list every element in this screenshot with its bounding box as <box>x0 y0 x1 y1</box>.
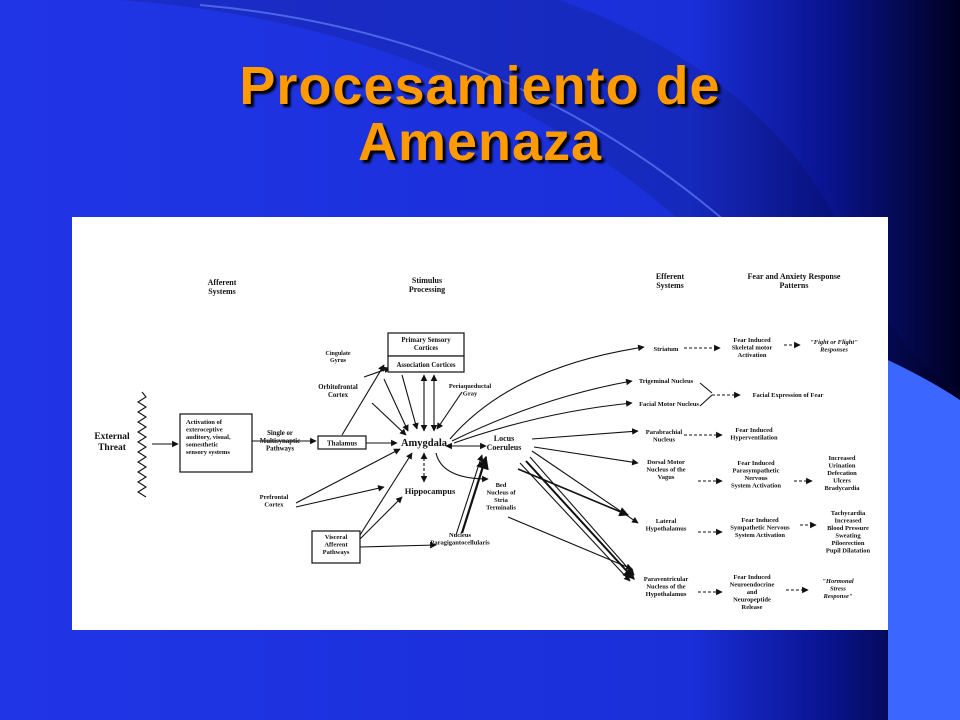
hippocampus-label: Hippocampus <box>405 486 456 496</box>
slide-title-line2: Amenaza <box>357 112 603 172</box>
amygdala-label: Amygdala <box>401 438 448 449</box>
diagram-arrow-23 <box>451 378 633 442</box>
diagram-arrow-34 <box>699 394 713 407</box>
thalamus-box <box>317 435 367 450</box>
diagram-arrow-18 <box>359 541 437 549</box>
diagram-edges <box>136 341 817 596</box>
diagram-arrow-20 <box>455 454 484 536</box>
facial-motor-label: Facial Motor Nucleus <box>639 401 699 408</box>
diagram-arrow-28 <box>529 456 635 576</box>
diagram-arrow-31 <box>507 516 633 570</box>
diagram-arrow-25 <box>531 428 639 440</box>
diagram-arrow-10 <box>401 374 419 430</box>
diagram-arrow-22 <box>449 344 645 440</box>
threat-zigzag <box>136 391 148 498</box>
diagram-arrow-30 <box>519 462 631 582</box>
diagram-arrow-11 <box>436 391 463 430</box>
visceral-box <box>311 530 361 564</box>
diagram-arrow-4 <box>341 364 385 436</box>
slide-title-line1: Procesamiento de <box>239 56 721 116</box>
diagram-arrow-26 <box>533 446 639 466</box>
diagram-arrow-16 <box>359 452 413 536</box>
slide-title: Procesamiento de Amenaza <box>120 58 840 170</box>
striatum-label: Striatum <box>654 346 680 353</box>
thalamus-label: Thalamus <box>327 440 357 448</box>
association-label: Association Cortices <box>396 362 455 369</box>
diagram-arrow-14 <box>295 448 401 504</box>
diagram-arrow-17 <box>359 496 403 540</box>
decorative-swoosh <box>120 0 960 720</box>
trigeminal-label: Trigeminal Nucleus <box>639 378 694 385</box>
diagram-boxes <box>179 332 465 564</box>
association-box <box>387 355 465 373</box>
diagram-arrow-15 <box>295 485 385 508</box>
diagram-arrow-32 <box>517 468 629 517</box>
diagram-arrow-8 <box>371 402 407 436</box>
activation-box <box>179 413 253 473</box>
diagram-arrow-9 <box>383 378 409 432</box>
diagram-arrow-21 <box>460 455 489 534</box>
decorative-band-right <box>888 360 960 720</box>
diagram-arrow-5 <box>363 366 391 378</box>
diagram-arrow-24 <box>453 400 633 444</box>
fight-label: "Fight or Flight"Responses <box>810 339 858 353</box>
diagram-arrow-33 <box>699 382 713 394</box>
facial-expr-label: Facial Expression of Fear <box>753 392 824 399</box>
